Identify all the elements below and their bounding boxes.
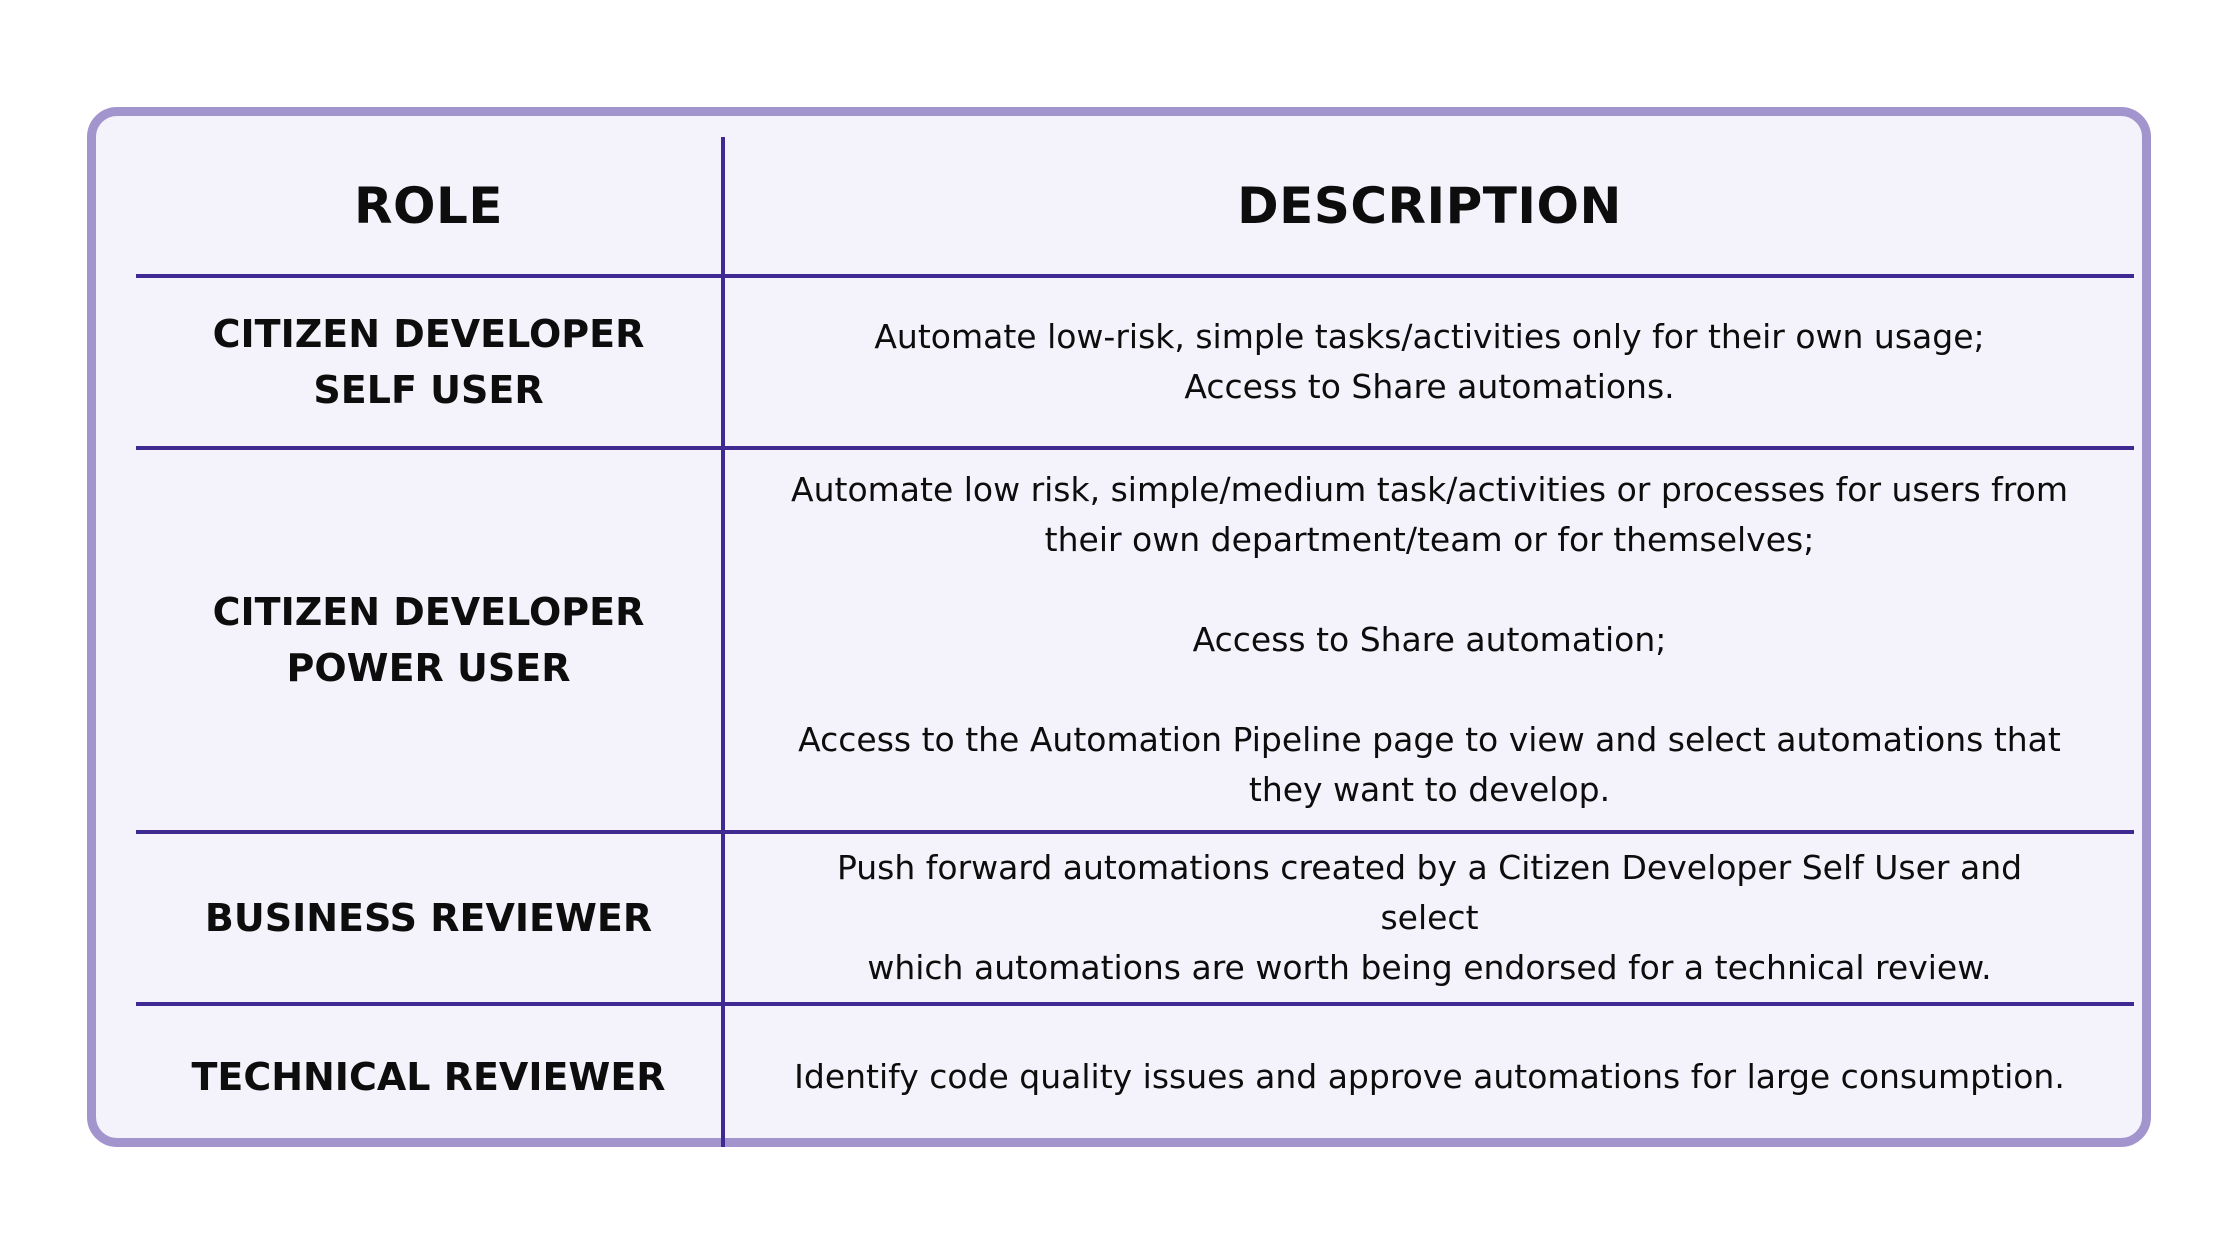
role-description: Automate low risk, simple/medium task/ac… xyxy=(791,465,2068,815)
role-name: CITIZEN DEVELOPER SELF USER xyxy=(213,306,645,418)
row-divider xyxy=(136,1002,2134,1006)
description-paragraph: Automate low risk, simple/medium task/ac… xyxy=(791,465,2068,565)
role-description: Push forward automations created by a Ci… xyxy=(785,843,2074,993)
description-line: their own department/team or for themsel… xyxy=(1044,520,1815,559)
description-paragraph: Push forward automations created by a Ci… xyxy=(785,843,2074,993)
role-name: CITIZEN DEVELOPER POWER USER xyxy=(213,584,645,696)
row-description-cell: Automate low risk, simple/medium task/ac… xyxy=(725,450,2134,830)
description-paragraph: Access to the Automation Pipeline page t… xyxy=(791,715,2068,815)
role-description: Automate low-risk, simple tasks/activiti… xyxy=(874,312,1984,412)
row-divider xyxy=(136,446,2134,450)
roles-table: ROLE DESCRIPTION CITIZEN DEVELOPER SELF … xyxy=(136,137,2134,1147)
description-line: Automate low-risk, simple tasks/activiti… xyxy=(874,317,1985,356)
role-name-line: POWER USER xyxy=(286,646,571,690)
role-name-line: TECHNICAL REVIEWER xyxy=(191,1054,666,1099)
description-line: which automations are worth being endors… xyxy=(867,948,1992,987)
role-name: BUSINESS REVIEWER xyxy=(205,890,652,946)
description-paragraph: Identify code quality issues and approve… xyxy=(794,1052,2065,1102)
row-role-cell: TECHNICAL REVIEWER xyxy=(136,1006,721,1147)
role-name-line: CITIZEN DEVELOPER xyxy=(212,312,645,356)
row-divider xyxy=(136,830,2134,834)
description-paragraph: Access to Share automation; xyxy=(791,615,2068,665)
header-role: ROLE xyxy=(136,137,721,274)
header-description-label: DESCRIPTION xyxy=(1237,176,1622,235)
roles-table-card: ROLE DESCRIPTION CITIZEN DEVELOPER SELF … xyxy=(87,107,2151,1147)
role-name-line: CITIZEN DEVELOPER xyxy=(212,590,645,634)
role-name-line: BUSINESS REVIEWER xyxy=(204,896,653,940)
row-description-cell: Identify code quality issues and approve… xyxy=(725,1006,2134,1147)
description-line: Push forward automations created by a Ci… xyxy=(836,848,2023,937)
role-name-line: SELF USER xyxy=(313,368,544,412)
row-description-cell: Automate low-risk, simple tasks/activiti… xyxy=(725,278,2134,446)
header-role-label: ROLE xyxy=(353,176,504,235)
row-divider xyxy=(136,274,2134,278)
row-role-cell: BUSINESS REVIEWER xyxy=(136,834,721,1002)
column-divider xyxy=(721,137,725,1147)
description-line: they want to develop. xyxy=(1248,770,1611,809)
row-description-cell: Push forward automations created by a Ci… xyxy=(725,834,2134,1002)
description-line: Automate low risk, simple/medium task/ac… xyxy=(791,470,2068,509)
description-line: Access to the Automation Pipeline page t… xyxy=(798,720,2061,759)
description-line: Access to Share automations. xyxy=(1184,367,1675,406)
header-description: DESCRIPTION xyxy=(725,137,2134,274)
description-line: Access to Share automation; xyxy=(1192,620,1667,659)
row-role-cell: CITIZEN DEVELOPER SELF USER xyxy=(136,278,721,446)
description-line: Identify code quality issues and approve… xyxy=(794,1056,2065,1096)
description-paragraph: Automate low-risk, simple tasks/activiti… xyxy=(874,312,1984,412)
role-description: Identify code quality issues and approve… xyxy=(794,1052,2065,1102)
row-role-cell: CITIZEN DEVELOPER POWER USER xyxy=(136,450,721,830)
role-name: TECHNICAL REVIEWER xyxy=(191,1049,665,1105)
